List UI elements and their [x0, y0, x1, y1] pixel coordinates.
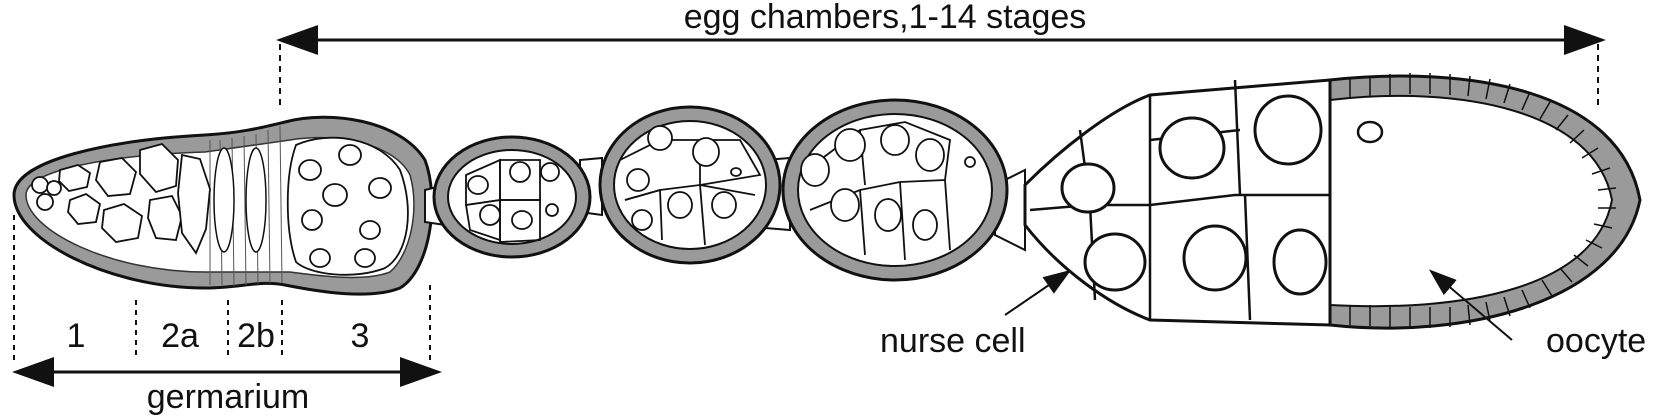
egg-chambers-label: egg chambers,1-14 stages — [684, 0, 1087, 36]
egg-chambers-bracket — [276, 25, 1606, 110]
follicle-cell-divisions — [1349, 73, 1617, 328]
egg-chamber-2 — [598, 105, 782, 265]
stage-label-2b: 2b — [237, 317, 275, 355]
germarium-stage-dividers — [13, 215, 431, 360]
egg-chamber-3 — [781, 98, 1009, 282]
oocyte-label: oocyte — [1546, 322, 1646, 360]
germarium — [12, 115, 434, 296]
nurse-cell-arrow — [1004, 269, 1072, 316]
stage-label-3: 3 — [351, 317, 370, 355]
stage-label-2a: 2a — [161, 317, 199, 355]
stage-label-1: 1 — [67, 317, 86, 355]
nurse-cell-label: nurse cell — [880, 322, 1026, 360]
egg-chamber-1 — [432, 135, 592, 259]
germarium-label: germarium — [147, 378, 309, 416]
egg-chamber-late — [1023, 73, 1642, 330]
oocyte-arrow — [1428, 269, 1513, 341]
